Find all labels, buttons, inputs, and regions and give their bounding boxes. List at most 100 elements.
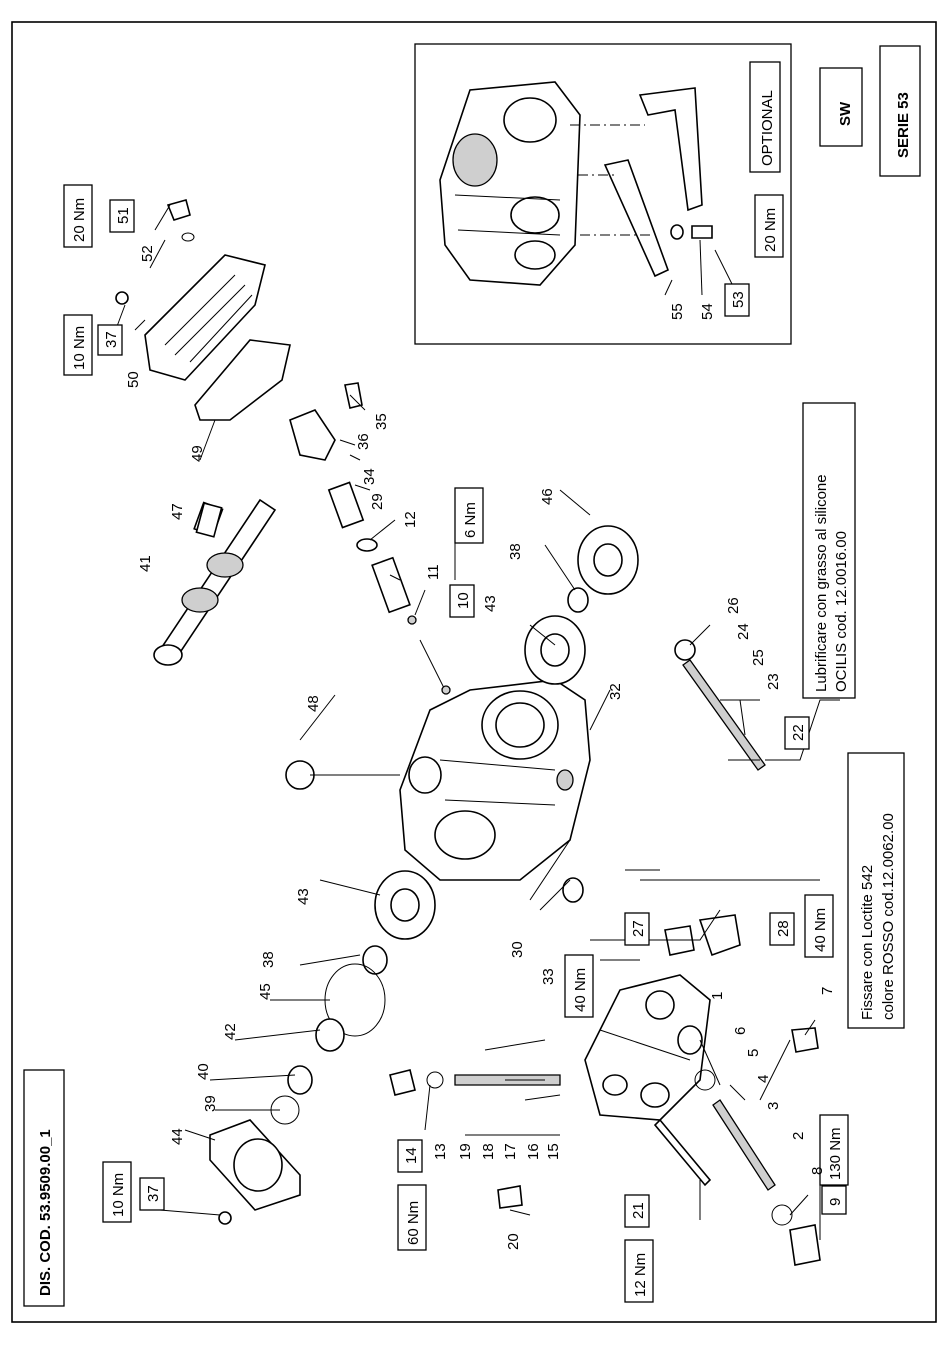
oring-8 [771, 1204, 793, 1226]
oring-6 [694, 1069, 716, 1091]
plug-9 [789, 1224, 821, 1266]
loctite-note-box [847, 752, 905, 1029]
valve-20 [497, 1185, 523, 1209]
callout-18: 18 [480, 1143, 497, 1160]
lubricate-note-line2: OCILIS cod. 12.0016.00 [833, 531, 850, 692]
series-label: SERIE 53 [895, 92, 912, 158]
callout-7: 7 [819, 987, 836, 995]
seal-40 [287, 1065, 313, 1095]
optional-label-box [749, 61, 781, 173]
callout-38-right: 38 [507, 543, 524, 560]
callout-45: 45 [257, 983, 274, 1000]
callout-35: 35 [373, 413, 390, 430]
callout-38-left: 38 [260, 951, 277, 968]
optional-housing [439, 81, 581, 286]
callout-11: 11 [425, 564, 442, 580]
callout-32: 32 [607, 683, 624, 700]
ring-42 [315, 1018, 345, 1052]
part-22: 22 [790, 724, 807, 741]
torque-14: 60 Nm [405, 1201, 422, 1245]
seal-33 [562, 877, 584, 903]
callout-43-left: 43 [295, 888, 312, 905]
callout-16: 16 [525, 1143, 542, 1160]
callout-54: 54 [699, 303, 716, 320]
part-9: 9 [827, 1198, 844, 1206]
connecting-rod-assembly [289, 382, 451, 695]
torque-labels: 10 Nm 20 Nm 6 Nm 20 Nm 40 Nm 40 Nm 130 N… [63, 184, 849, 1303]
torque-37-top: 10 Nm [71, 326, 88, 370]
valve-stack-5-2 [712, 1099, 776, 1191]
callout-52: 52 [139, 245, 156, 262]
lubricate-note-box [802, 402, 856, 699]
callout-48: 48 [305, 695, 322, 712]
callout-42: 42 [222, 1023, 239, 1040]
callout-33: 33 [540, 968, 557, 985]
seal-stack-22 [682, 659, 766, 771]
pump-head-1 [584, 974, 711, 1121]
seal-46 [577, 525, 639, 595]
rear-cover-50 [115, 199, 291, 421]
callout-23: 23 [765, 673, 782, 690]
bearing-left-43 [374, 870, 436, 940]
ring-38-left [362, 945, 388, 975]
dipstick-48 [285, 760, 400, 790]
callout-6: 6 [732, 1027, 749, 1035]
callout-5: 5 [745, 1049, 762, 1057]
callout-numbers: 1 2 3 4 5 6 7 8 11 12 13 15 16 17 18 19 … [125, 245, 836, 1250]
callout-15: 15 [545, 1143, 562, 1160]
part-27: 27 [630, 920, 647, 937]
callout-41: 41 [137, 555, 154, 572]
callout-19: 19 [457, 1143, 474, 1160]
torque-10: 6 Nm [462, 502, 479, 538]
bearing-right-43 [524, 615, 586, 685]
callout-34: 34 [361, 468, 378, 485]
torque-9: 130 Nm [827, 1127, 844, 1180]
leader-lines [109, 204, 840, 1240]
part-14: 14 [403, 1147, 420, 1164]
callout-44: 44 [169, 1128, 186, 1145]
callout-47: 47 [169, 503, 186, 520]
callout-36: 36 [355, 433, 372, 450]
torque-37-bottom: 10 Nm [110, 1173, 127, 1217]
loctite-note-line2: colore ROSSO cod.12.0062.00 [880, 813, 897, 1020]
callout-1: 1 [709, 992, 726, 1000]
part-28: 28 [775, 920, 792, 937]
callout-4: 4 [755, 1075, 772, 1083]
screw-21 [653, 1118, 712, 1187]
drawing-code: DIS. COD. 53.9509.00_1 [37, 1129, 54, 1296]
pump-housing-32 [399, 679, 591, 881]
callout-13: 13 [432, 1143, 449, 1160]
bearing-cover-44 [209, 1119, 301, 1225]
callout-25: 25 [750, 649, 767, 666]
torque-27: 40 Nm [572, 968, 589, 1012]
optional-label: OPTIONAL [759, 90, 776, 166]
loctite-note-line1: Fissare con Loctite 542 [859, 865, 876, 1020]
callout-43-right: 43 [482, 595, 499, 612]
callout-24: 24 [735, 623, 752, 640]
part-53: 53 [730, 291, 747, 308]
callout-39: 39 [202, 1095, 219, 1112]
callout-8: 8 [809, 1167, 826, 1175]
callout-3: 3 [765, 1102, 782, 1110]
part-21: 21 [630, 1202, 647, 1219]
callout-20: 20 [505, 1233, 522, 1250]
callout-49: 49 [189, 445, 206, 462]
torque-21: 12 Nm [632, 1253, 649, 1297]
callout-50: 50 [125, 371, 142, 388]
model-box [819, 67, 863, 147]
boxed-part-numbers: 37 51 10 22 53 28 27 9 21 14 37 [97, 199, 847, 1228]
callout-55: 55 [669, 303, 686, 320]
callout-40: 40 [195, 1063, 212, 1080]
torque-28: 40 Nm [812, 908, 829, 952]
part-37-top: 37 [103, 331, 120, 348]
camshaft-41 [153, 498, 277, 666]
ring-38-right [567, 587, 589, 613]
part-10: 10 [455, 592, 472, 609]
callout-30: 30 [509, 941, 526, 958]
lubricate-note-line1: Lubrificare con grasso al silicone [813, 474, 830, 692]
callout-26: 26 [725, 597, 742, 614]
oring-13 [426, 1071, 444, 1089]
torque-51: 20 Nm [71, 198, 88, 242]
plunger-30 [529, 839, 571, 901]
plug-7 [791, 1027, 819, 1053]
